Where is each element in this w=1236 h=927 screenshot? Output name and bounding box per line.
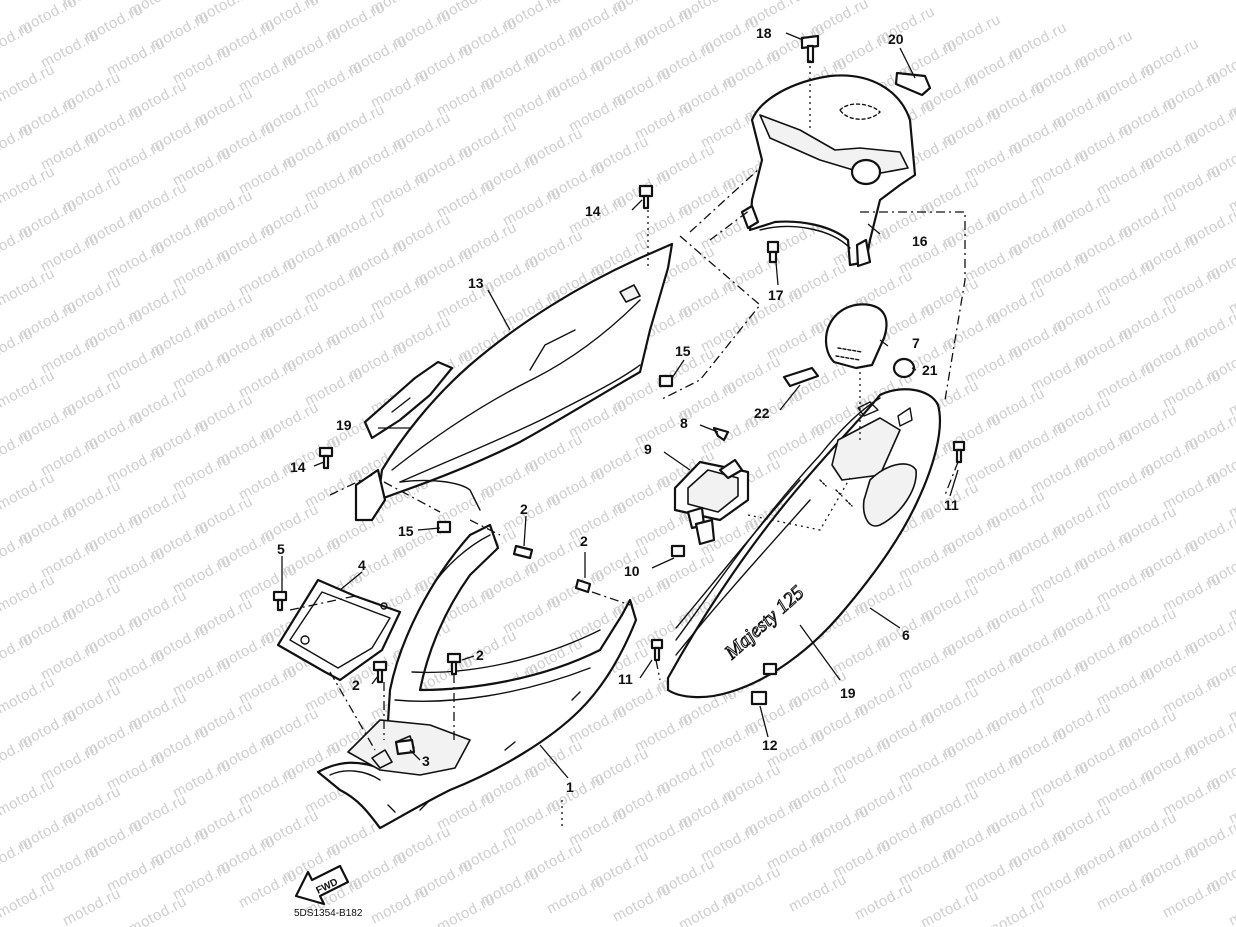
watermark: motod.ru	[0, 571, 58, 616]
callout-7: 7	[912, 335, 920, 351]
watermark: motod.ru	[0, 223, 36, 268]
callout-10: 10	[624, 563, 640, 579]
watermark: motod.ru	[852, 879, 916, 924]
callout-13: 13	[468, 275, 484, 291]
part-22-hinge	[782, 366, 820, 388]
watermark: motod.ru	[0, 529, 36, 574]
watermark: motod.ru	[0, 775, 58, 820]
watermark: motod.ru	[1094, 869, 1158, 914]
callout-4: 4	[358, 557, 366, 573]
callout-11-right: 11	[944, 497, 959, 513]
watermark: motod.ru	[0, 673, 58, 718]
watermark: motod.ru	[0, 367, 58, 412]
watermark: motod.ru	[60, 885, 124, 927]
callout-18: 18	[756, 25, 772, 41]
watermark: motod.ru	[0, 631, 36, 676]
watermark: motod.ru	[0, 265, 58, 310]
watermark: motod.ru	[0, 733, 36, 778]
part-20-badge	[894, 71, 932, 97]
callout-5: 5	[277, 541, 285, 557]
part-9-bracket	[673, 458, 750, 546]
callout-21: 21	[922, 362, 938, 378]
callout-14-left: 14	[290, 459, 306, 475]
callout-3: 3	[422, 753, 430, 769]
callout-19-left: 19	[336, 417, 352, 433]
part-4-panel	[276, 578, 402, 682]
assembly-lines	[289, 60, 966, 830]
watermark: motod.ru	[984, 895, 1048, 927]
part-6-side-cover-right: Majesty 125	[666, 388, 942, 699]
watermark: motod.ru	[610, 881, 674, 926]
callout-2-left: 2	[352, 677, 360, 693]
callout-19-right: 19	[840, 685, 856, 701]
part-13-side-cover	[354, 242, 674, 522]
callout-15-left: 15	[398, 523, 414, 539]
callout-1: 1	[566, 779, 574, 795]
watermark: motod.ru	[0, 163, 58, 208]
watermark: motod.ru	[236, 867, 300, 912]
callouts: 18 20 14 16 13 17 7 15 21 22 8 19 9 14 1…	[277, 25, 959, 795]
watermark: motod.ru	[918, 887, 982, 927]
drawing-code: 5DS1354-B182	[294, 908, 363, 919]
part-21-cap	[892, 357, 916, 379]
leader-lines	[281, 32, 959, 779]
watermark: motod.ru	[126, 893, 190, 927]
callout-6: 6	[902, 627, 910, 643]
watermark: motod.ru	[0, 877, 58, 922]
watermark: motod.ru	[368, 883, 432, 927]
part-19-decal-right	[675, 479, 801, 629]
callout-16: 16	[912, 233, 928, 249]
watermark: motod.ru	[434, 891, 498, 927]
callout-22: 22	[754, 405, 770, 421]
part-7-lid	[824, 303, 888, 370]
watermark: motod.ru	[0, 61, 58, 106]
callout-11-lower: 11	[618, 671, 633, 687]
callout-2-center: 2	[580, 533, 588, 549]
watermark: motod.ru	[1160, 877, 1224, 922]
watermark: motod.ru	[0, 121, 36, 166]
watermark: motod.ru	[0, 427, 36, 472]
watermark: motod.ru	[0, 19, 36, 64]
watermark: motod.ru	[544, 873, 608, 918]
callout-14-top: 14	[585, 203, 601, 219]
callout-12: 12	[762, 737, 778, 753]
callout-2-mid: 2	[520, 501, 528, 517]
callout-9: 9	[644, 441, 652, 457]
callout-8: 8	[680, 415, 688, 431]
watermark: motod.ru	[786, 871, 850, 916]
watermark: motod.ru	[0, 0, 58, 4]
callout-20: 20	[888, 31, 904, 47]
callout-17: 17	[768, 287, 784, 303]
fasteners	[272, 34, 966, 756]
watermark: motod.ru	[0, 835, 36, 880]
watermark: motod.ru	[0, 325, 36, 370]
part-16-rear-cover	[740, 74, 917, 268]
watermark: motod.ru	[1226, 885, 1236, 927]
watermark: motod.ru	[676, 889, 740, 927]
callout-2-lower: 2	[476, 647, 484, 663]
callout-15-top: 15	[675, 343, 691, 359]
part-19-decal-left	[363, 360, 454, 440]
watermark: motod.ru	[0, 469, 58, 514]
